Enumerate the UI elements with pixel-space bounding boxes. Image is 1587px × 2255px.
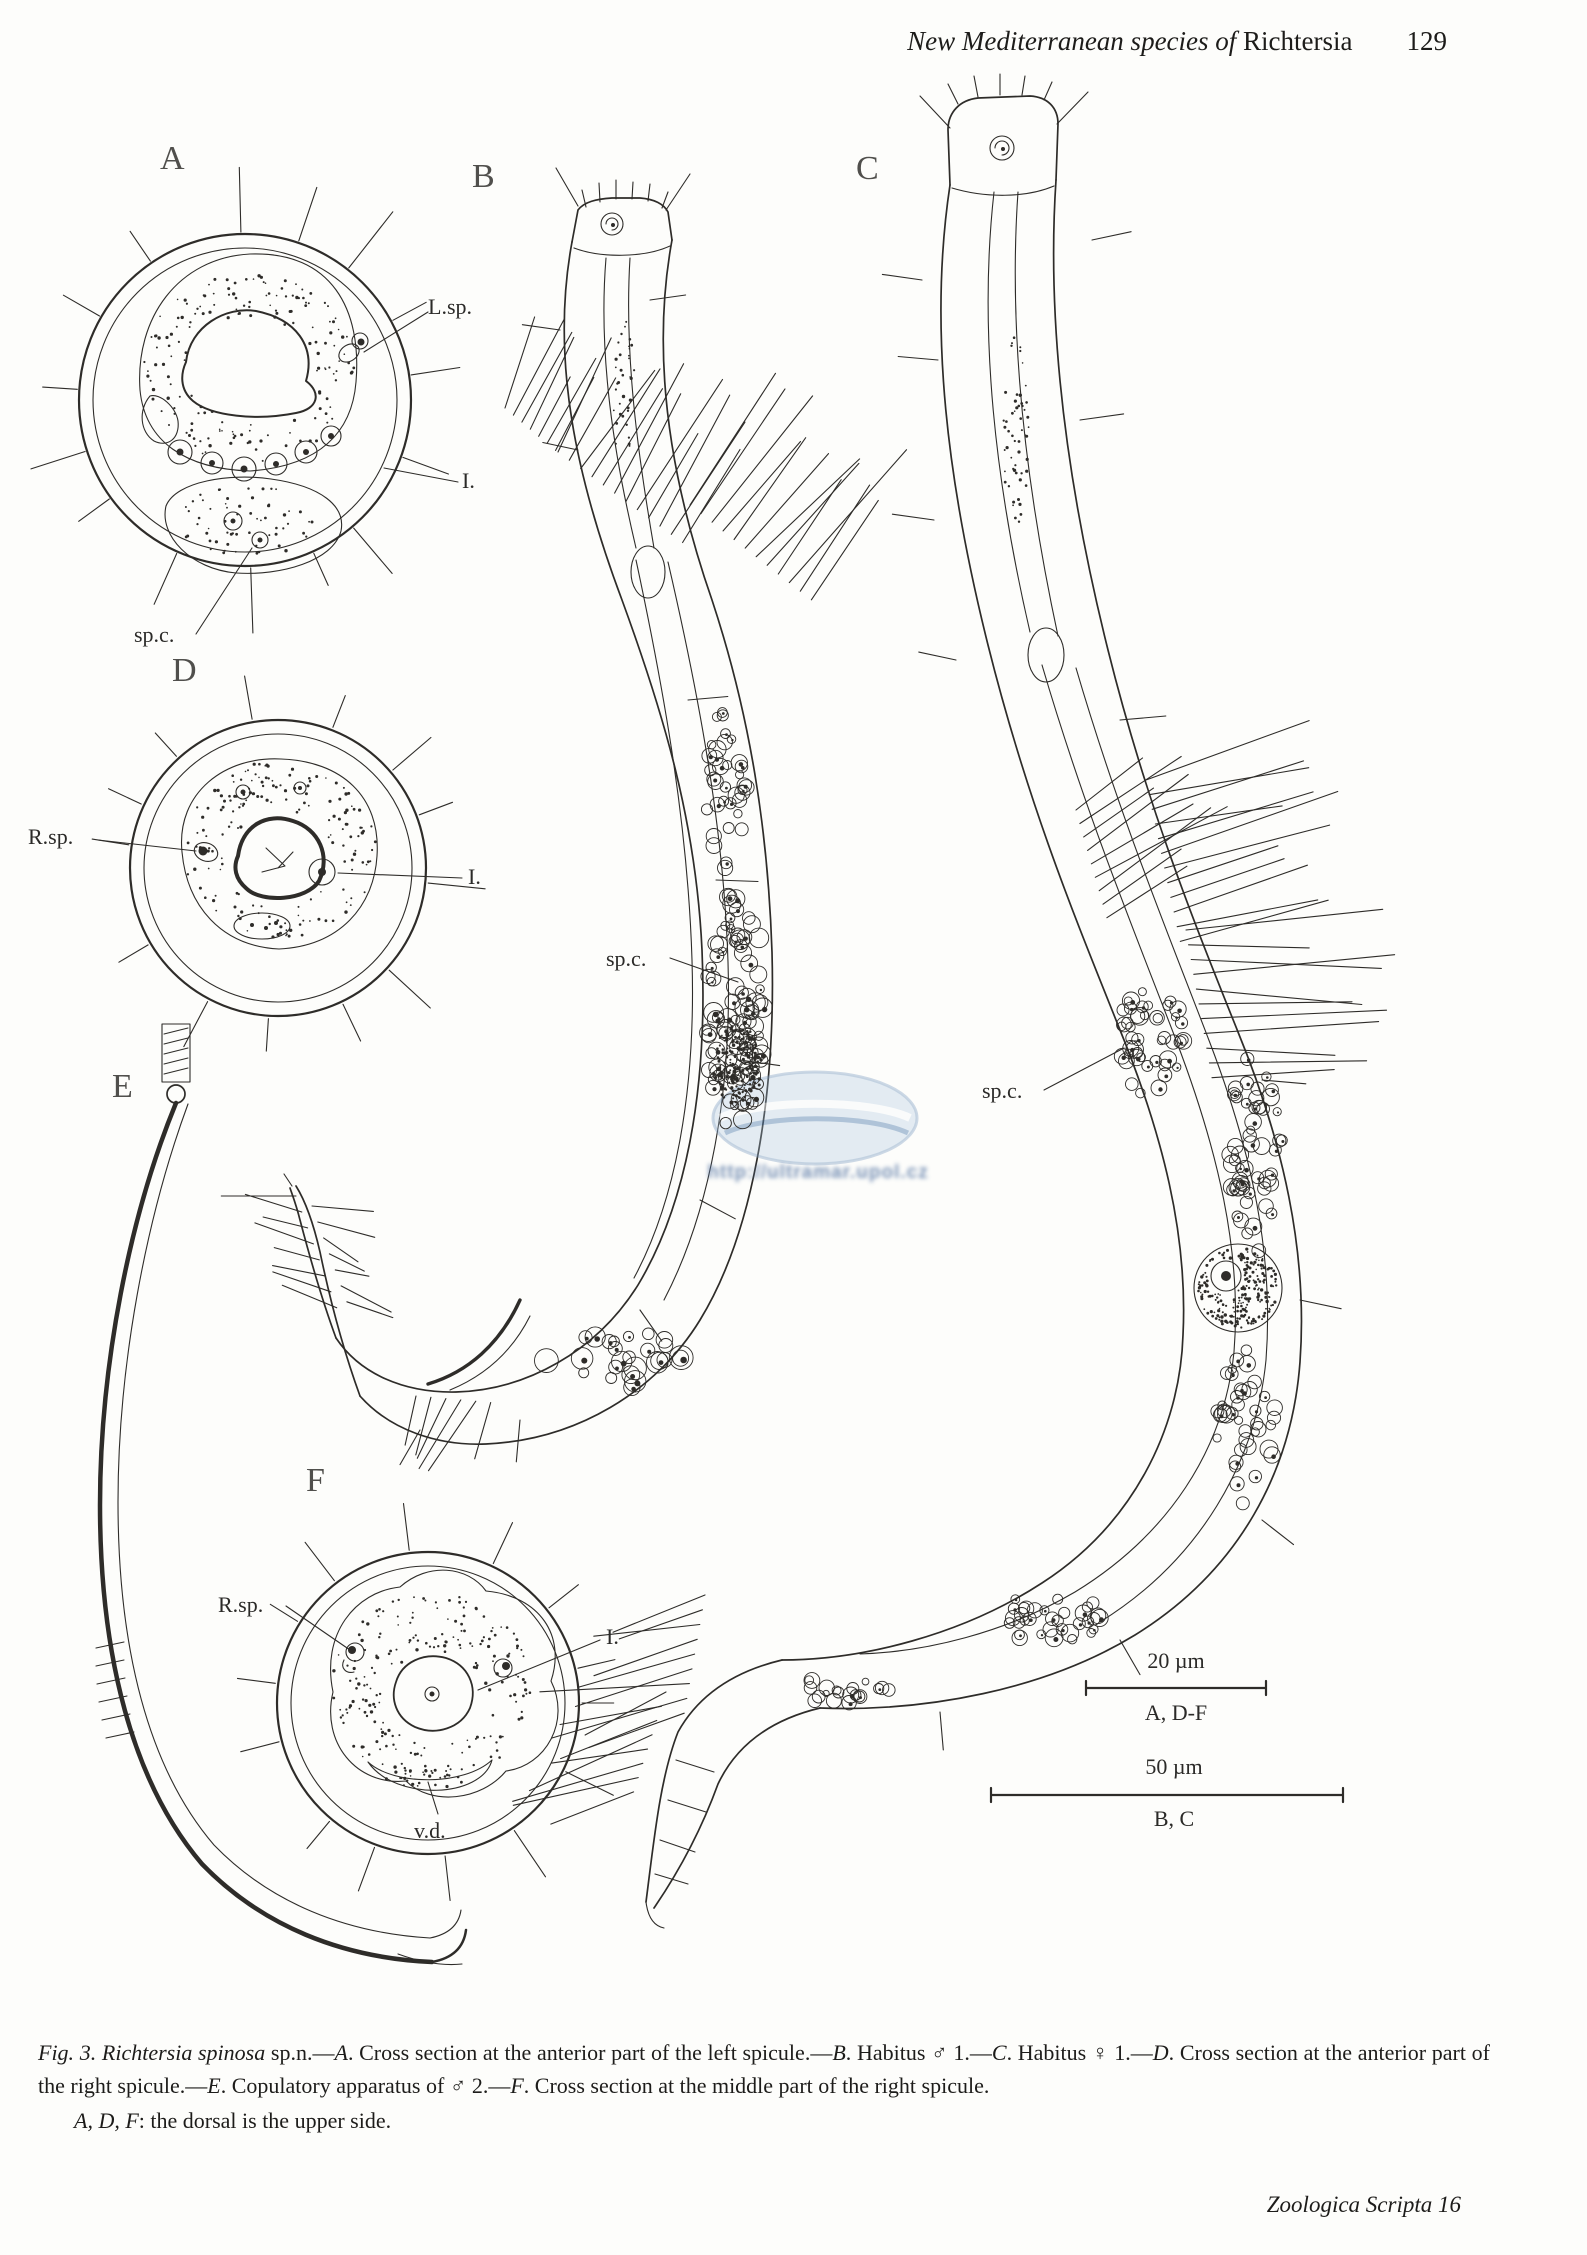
b-esophagus — [603, 257, 637, 549]
c-body-left-edge — [781, 184, 1185, 1661]
panel-b-habitus — [283, 167, 774, 1445]
c-spc-leader — [1043, 1047, 1125, 1091]
label-c-sperm-cells: sp.c. — [982, 1078, 1023, 1103]
label-b-sperm-cells: sp.c. — [606, 946, 647, 971]
a-lumen — [181, 309, 317, 418]
panel-e-copulatory-apparatus — [95, 1023, 468, 1966]
label-a-left-spicule: L.sp. — [428, 294, 472, 319]
b-esophageal-bulb — [630, 545, 666, 599]
b-head-capsule — [555, 167, 691, 256]
f-rsp-leader — [285, 1605, 351, 1651]
c-esophageal-bulb — [1027, 627, 1065, 683]
c-intestine — [859, 664, 1237, 1655]
f-vd-leader — [427, 1781, 439, 1815]
a-tissue-outline — [139, 253, 358, 472]
label-f-vas-deferens: v.d. — [414, 1818, 446, 1843]
e-spicule-inner — [117, 1103, 431, 1939]
scale-small-value: 20 µm — [1147, 1648, 1205, 1673]
f-right-spicule-section — [342, 1642, 365, 1673]
f-i-leader — [477, 1639, 601, 1691]
c-body-right-edge — [819, 179, 1303, 1710]
journal-footer: Zoologica Scripta 16 — [1266, 2192, 1461, 2217]
panel-f-cross-section — [275, 1550, 601, 1856]
e-shaft-striation — [95, 1641, 135, 1739]
d-ventral-band — [233, 912, 291, 940]
c-amphid-spiral — [989, 135, 1015, 161]
panel-a-cross-section — [77, 232, 459, 635]
scale-bar-large — [989, 1786, 1345, 1804]
panel-label-c: C — [856, 150, 880, 187]
e-capitulum — [166, 1084, 186, 1104]
scale-large-applies: B, C — [1153, 1806, 1195, 1831]
a-sperm-region-outline — [164, 476, 343, 574]
d-intestine-cell — [308, 858, 336, 886]
panel-label-f: F — [306, 1462, 326, 1499]
b-body-left-edge — [335, 241, 704, 1393]
figure-caption: Fig. 3. Richtersia spinosa sp.n.—A. Cros… — [38, 2036, 1490, 2137]
c-esophagus — [987, 191, 1031, 633]
a-outer-cuticle — [77, 232, 413, 568]
a-inner-cuticle — [92, 247, 398, 553]
a-left-pouch — [141, 395, 179, 444]
c-head-capsule — [919, 73, 1089, 196]
a-lsp-leader — [363, 311, 429, 353]
page-number: 129 — [1406, 26, 1448, 56]
b-gut-edge — [633, 559, 694, 1279]
label-f-right-spicule: R.sp. — [218, 1592, 264, 1617]
b-spicule — [426, 1298, 531, 1391]
d-lumen — [233, 816, 326, 900]
watermark-logo — [711, 1070, 919, 1166]
b-cephalic-setae — [555, 167, 691, 211]
b-amphid-spiral — [600, 212, 624, 236]
d-lumen-fold — [261, 847, 294, 873]
e-striated-base — [161, 1023, 191, 1083]
panel-label-d: D — [172, 652, 198, 689]
d-tissue-outline — [181, 758, 378, 950]
scale-small-applies: A, D-F — [1144, 1700, 1208, 1725]
a-muscle-cells — [167, 425, 342, 482]
c-tail — [645, 1659, 821, 1929]
c-egg-cell — [1193, 1243, 1283, 1333]
d-i-leader — [337, 872, 463, 879]
d-inner-cuticle — [143, 733, 413, 1003]
scale-large-value: 50 µm — [1145, 1754, 1203, 1779]
caption-note: A, D, F: the dorsal is the upper side. — [74, 2108, 392, 2133]
scale-bars — [989, 1679, 1345, 1804]
f-outer-cuticle — [275, 1550, 581, 1856]
panel-c-habitus — [645, 73, 1303, 1929]
panel-d-cross-section — [97, 718, 463, 1018]
e-spicule-outer — [97, 1100, 435, 1965]
label-f-intestine: I. — [606, 1624, 619, 1649]
panel-label-a: A — [160, 140, 186, 177]
label-d-intestine: I. — [468, 864, 481, 889]
d-outer-cuticle — [128, 718, 428, 1018]
page-header: New Mediterranean species of Richtersia … — [907, 26, 1447, 57]
a-i-leader — [383, 467, 459, 483]
a-spc-leader — [195, 547, 253, 635]
d-rsp-leader — [97, 839, 197, 852]
d-right-spicule-section — [193, 842, 219, 862]
a-left-spicule-section — [338, 332, 369, 363]
b-body-right-edge — [359, 239, 774, 1445]
watermark-url: http://ultramar.upol.cz — [707, 1162, 929, 1183]
e-distal-tips — [430, 1928, 468, 1964]
scale-bar-small — [1084, 1679, 1268, 1697]
panel-label-b: B — [472, 158, 496, 195]
running-head-title: New Mediterranean species of Richtersia — [907, 26, 1353, 56]
label-d-right-spicule: R.sp. — [28, 824, 74, 849]
caption-text: Fig. 3. Richtersia spinosa sp.n.—A. Cros… — [38, 2040, 1490, 2098]
f-tissue-outline — [330, 1569, 559, 1798]
label-a-sperm-cells: sp.c. — [134, 622, 175, 647]
c-cephalic-setae — [919, 91, 1089, 129]
f-inner-cuticle — [290, 1565, 566, 1841]
label-a-intestine: I. — [462, 468, 475, 493]
panel-label-e: E — [112, 1068, 134, 1105]
